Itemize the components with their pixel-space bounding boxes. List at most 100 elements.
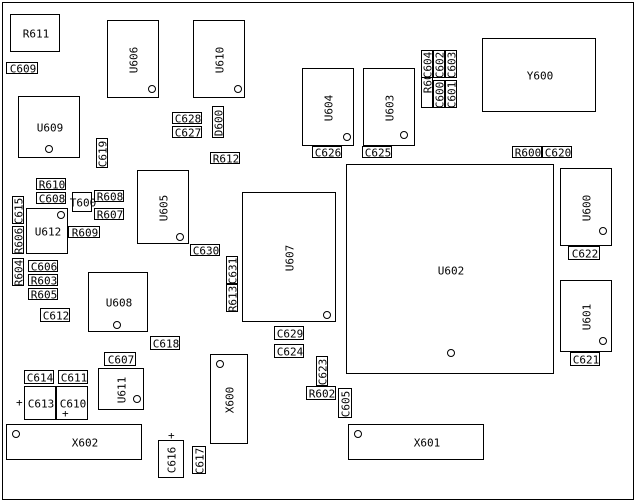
comp-c615: C615 (12, 196, 26, 225)
comp-u604-label: U604 (322, 94, 336, 122)
comp-u610-pin1-marker (234, 85, 242, 93)
comp-t600: T600 (70, 192, 96, 212)
comp-x602-pin1-marker (12, 430, 20, 438)
comp-r606: R606 (12, 226, 26, 255)
comp-u600-pin1-marker (599, 227, 607, 235)
comp-r606-label: R606 (12, 227, 26, 255)
comp-c615-label: C615 (12, 197, 26, 225)
comp-c623-label: C623 (316, 358, 330, 386)
comp-c608-label: C608 (38, 192, 66, 206)
comp-c614: C614 (24, 370, 54, 384)
comp-x601-pin1-marker (354, 430, 362, 438)
comp-t600-label: T600 (69, 196, 97, 210)
comp-r611-label: R611 (22, 27, 50, 41)
comp-c631-label: C631 (226, 257, 240, 285)
comp-c616-label: C616 (165, 446, 179, 474)
comp-c609: C609 (6, 62, 38, 76)
comp-r602: R602 (306, 386, 336, 400)
comp-c601-label: C601 (445, 81, 459, 109)
comp-c607: C607 (104, 352, 136, 366)
comp-u602-pin1-marker (447, 349, 455, 357)
comp-r609: R609 (68, 226, 100, 239)
comp-u606-label: U606 (127, 46, 141, 74)
comp-c604: C604 (421, 50, 435, 79)
comp-c602-label: C602 (433, 51, 447, 79)
comp-r605-label: R605 (30, 288, 58, 302)
comp-r600: R600 (512, 146, 542, 160)
comp-c609-label: C609 (9, 62, 37, 76)
comp-c622-label: C622 (571, 247, 599, 261)
comp-r602-label: R602 (308, 387, 336, 401)
comp-c623: C623 (316, 356, 330, 386)
comp-c624: C624 (274, 344, 304, 358)
comp-x600-label: X600 (223, 386, 237, 414)
comp-r608: R608 (94, 190, 124, 204)
comp-r610-label: R610 (38, 178, 66, 192)
comp-c618-label: C618 (152, 337, 180, 351)
comp-u612: U612 (26, 208, 68, 254)
comp-c601: C601 (445, 80, 459, 109)
comp-c620: C620 (542, 146, 572, 160)
comp-c610-label: C610 (59, 397, 87, 411)
comp-u603-label: U603 (383, 94, 397, 122)
comp-u603-pin1-marker (400, 131, 408, 139)
comp-c625-label: C625 (364, 146, 392, 160)
comp-u603: U603 (363, 68, 415, 146)
comp-x601-label: X601 (413, 436, 441, 450)
comp-u609-pin1-marker (45, 145, 53, 153)
comp-c619-label: C619 (96, 140, 110, 168)
comp-d600-label: D600 (212, 109, 226, 137)
comp-c613-label: C613 (27, 397, 55, 411)
comp-u612-label: U612 (34, 225, 62, 239)
comp-c602: C602 (433, 50, 447, 79)
comp-r611: R611 (10, 14, 60, 52)
comp-r603: R603 (28, 274, 58, 288)
comp-r607: R607 (94, 208, 124, 221)
comp-c624-label: C624 (276, 345, 304, 359)
comp-c627: C627 (172, 126, 202, 139)
comp-u608-label: U608 (105, 296, 133, 310)
comp-r610: R610 (36, 178, 66, 192)
comp-c629-label: C629 (276, 327, 304, 341)
comp-x602: X602 (6, 424, 142, 460)
comp-x600: X600 (210, 354, 248, 444)
comp-u608: U608 (88, 272, 148, 332)
comp-r600-label: R600 (514, 146, 542, 160)
comp-u604-pin1-marker (343, 133, 351, 141)
comp-c630: C630 (190, 244, 220, 257)
comp-c604-label: C604 (421, 51, 435, 79)
comp-x600-pin1-marker (216, 360, 224, 368)
comp-c603: C603 (445, 50, 459, 78)
comp-r613: R613 (226, 284, 240, 312)
comp-c616: C616 (158, 440, 184, 478)
comp-u605-pin1-marker (176, 233, 184, 241)
comp-c620-label: C620 (544, 146, 572, 160)
comp-u601-pin1-marker (599, 337, 607, 345)
comp-c631: C631 (226, 256, 240, 285)
comp-c600-label: C600 (433, 81, 447, 109)
comp-u604: U604 (302, 68, 354, 146)
comp-c629: C629 (274, 326, 304, 340)
comp-c613: C613 (24, 386, 56, 420)
comp-r605: R605 (28, 288, 58, 302)
comp-d600: D600 (212, 106, 226, 138)
comp-c617-label: C617 (193, 447, 207, 475)
comp-u610-label: U610 (213, 46, 227, 74)
comp-y600: Y600 (482, 38, 596, 112)
comp-c606: C606 (28, 260, 58, 273)
comp-u600: U600 (560, 168, 612, 246)
comp-c612: C612 (40, 308, 70, 322)
comp-c611: C611 (58, 370, 88, 384)
comp-c611-label: C611 (60, 371, 88, 385)
comp-r604-label: R604 (12, 259, 26, 287)
comp-u607-pin1-marker (323, 311, 331, 319)
comp-u602: U602 (346, 164, 554, 374)
polarity-plus-mark: + (16, 396, 23, 409)
comp-r608-label: R608 (96, 190, 124, 204)
comp-u612-pin1-marker (57, 211, 65, 219)
comp-r603-label: R603 (30, 274, 58, 288)
comp-r612-label: R612 (212, 152, 240, 166)
comp-c618: C618 (150, 336, 180, 350)
comp-u611: U611 (98, 368, 144, 410)
comp-x602-label: X602 (71, 436, 99, 450)
